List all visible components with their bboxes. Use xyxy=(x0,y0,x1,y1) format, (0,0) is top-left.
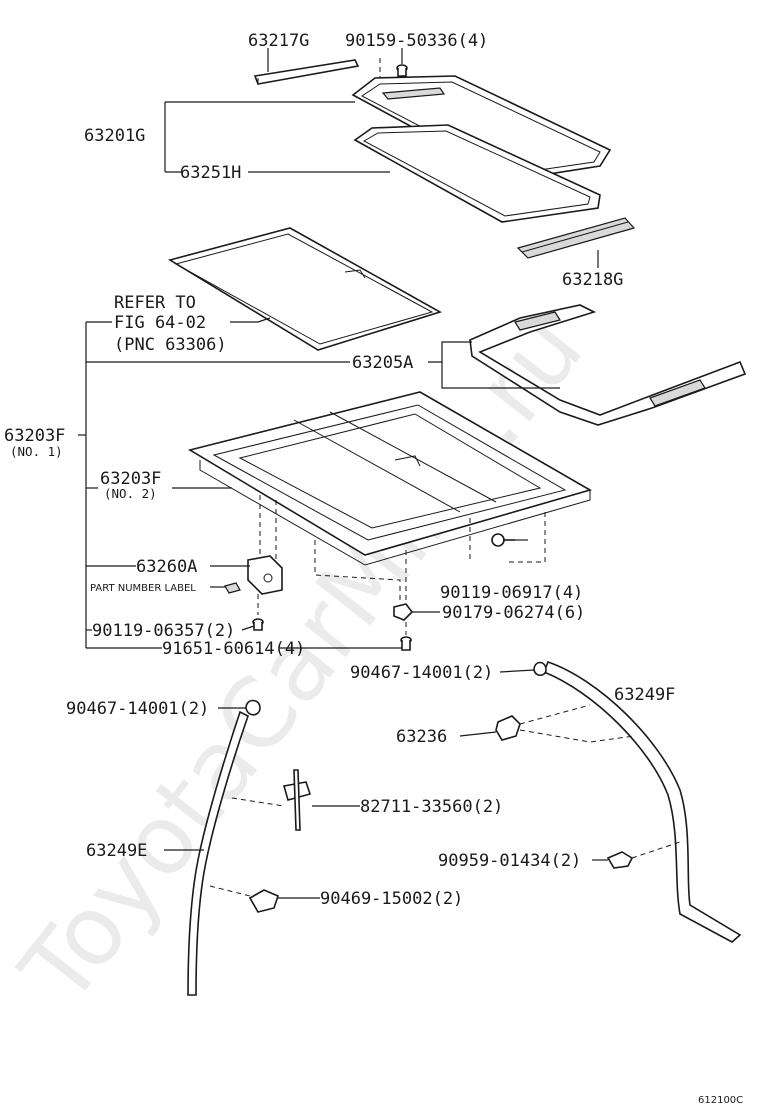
sunshade-drawing xyxy=(167,227,443,351)
label-63251h: 63251H xyxy=(180,163,241,183)
bolt-90119-06917-drawing xyxy=(491,533,515,547)
label-no1: (NO. 1) xyxy=(10,444,63,459)
label-90467-14001-left: 90467-14001(2) xyxy=(66,699,209,719)
label-63260a: 63260A xyxy=(136,557,197,577)
strip-63218g-drawing xyxy=(516,217,636,259)
glass-panel-63201g-drawing xyxy=(351,75,612,181)
drain-hose-63249f-drawing xyxy=(542,660,742,943)
label-fig-64-02: FIG 64-02 xyxy=(114,313,206,333)
label-90159-50336: 90159-50336(4) xyxy=(345,31,488,51)
label-90959-01434: 90959-01434(2) xyxy=(438,851,581,871)
clip-90959-drawing xyxy=(606,851,634,869)
label-90467-14001-right: 90467-14001(2) xyxy=(350,663,493,683)
bracket-63260a-drawing xyxy=(247,555,283,595)
label-63249e: 63249E xyxy=(86,841,147,861)
figure-code: 612100C xyxy=(698,1095,743,1106)
clip-90469-drawing xyxy=(248,889,279,913)
label-63217g: 63217G xyxy=(248,31,309,51)
label-63218g: 63218G xyxy=(562,270,623,290)
clamp-90467-right-drawing xyxy=(533,661,547,677)
clamp-90467-left-drawing xyxy=(245,699,261,716)
label-refer-to: REFER TO xyxy=(114,293,196,313)
label-pnc-63306: (PNC 63306) xyxy=(114,335,227,355)
label-90119-06357: 90119-06357(2) xyxy=(92,621,235,641)
label-63205a: 63205A xyxy=(352,353,413,373)
label-82711-33560: 82711-33560(2) xyxy=(360,797,503,817)
weatherstrip-63217g-drawing xyxy=(253,59,360,85)
part-number-label-drawing xyxy=(224,582,241,594)
label-63203f-no1: 63203F xyxy=(4,426,65,446)
screw-90159-drawing xyxy=(396,64,408,77)
label-63201g: 63201G xyxy=(84,126,145,146)
label-63249f: 63249F xyxy=(614,685,675,705)
label-90469-15002: 90469-15002(2) xyxy=(320,889,463,909)
bolt-91651-drawing xyxy=(400,636,412,651)
drain-hose-63249e-drawing xyxy=(187,710,249,996)
drive-rail-63205a-drawing xyxy=(469,304,747,426)
nut-90179-drawing xyxy=(393,603,414,621)
screw-90119-06357-drawing xyxy=(252,618,264,631)
watermark: ToyotaCarMine.ru xyxy=(0,294,604,1025)
label-part-number-label: PART NUMBER LABEL xyxy=(90,583,196,594)
label-91651-60614: 91651-60614(4) xyxy=(162,639,305,659)
label-90119-06917: 90119-06917(4) xyxy=(440,583,583,603)
seal-63251h-drawing xyxy=(353,124,601,223)
label-63236: 63236 xyxy=(396,727,447,747)
leader-lines xyxy=(78,48,608,899)
label-63203f-no2: 63203F xyxy=(100,469,161,489)
label-no2: (NO. 2) xyxy=(104,486,157,501)
label-90179-06274: 90179-06274(6) xyxy=(442,603,585,623)
clip-63236-drawing xyxy=(495,715,521,741)
clip-82711-drawing xyxy=(282,769,312,831)
housing-frame-63203f-drawing xyxy=(187,391,593,566)
